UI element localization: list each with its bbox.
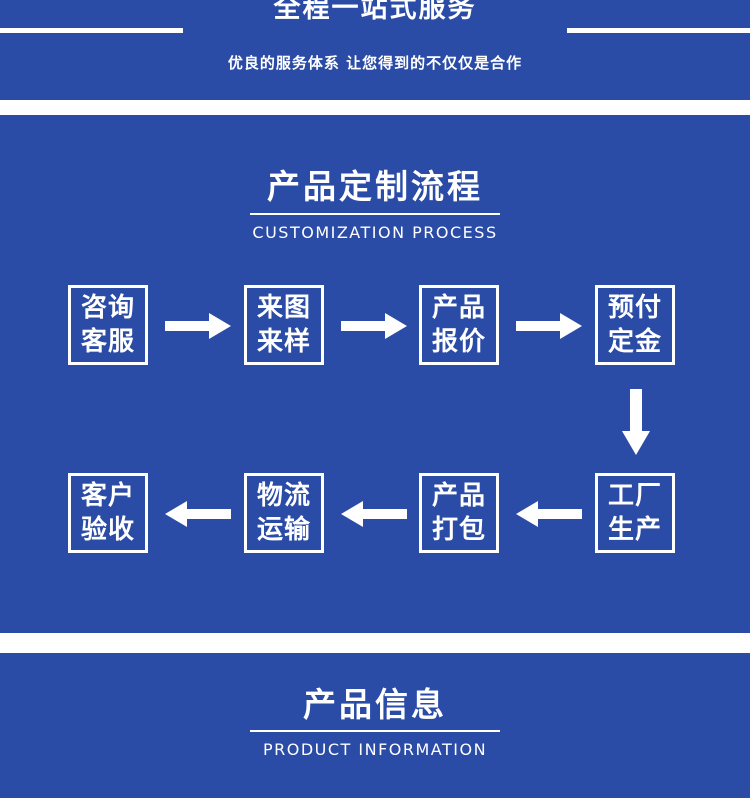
step-packing-line1: 产品 (431, 481, 486, 511)
arrow-left-icon (165, 501, 231, 527)
arrow-left-icon (516, 501, 582, 527)
info-title-rule (250, 730, 500, 732)
step-logistics-line2: 运输 (256, 515, 311, 545)
arrow-right-icon (516, 313, 582, 339)
step-production: 工厂 生产 (595, 473, 675, 553)
step-logistics: 物流 运输 (244, 473, 324, 553)
step-consult-line1: 咨询 (80, 293, 135, 323)
info-subtitle: PRODUCT INFORMATION (262, 740, 488, 759)
process-title-rule (250, 213, 500, 215)
product-info-section: 产品信息 PRODUCT INFORMATION (0, 653, 750, 798)
step-consult: 咨询 客服 (68, 285, 148, 365)
arrow-down-icon (622, 389, 650, 455)
info-title: 产品信息 (303, 685, 447, 724)
step-quotation-line1: 产品 (431, 293, 486, 323)
process-title: 产品定制流程 (267, 167, 483, 206)
step-drawing-sample: 来图 来样 (244, 285, 324, 365)
service-title: 全程一站式服务 (273, 0, 477, 24)
process-section: 产品定制流程 CUSTOMIZATION PROCESS 咨询 客服 来图 来样… (0, 115, 750, 633)
step-acceptance: 客户 验收 (68, 473, 148, 553)
step-acceptance-line2: 验收 (80, 515, 135, 545)
step-packing-line2: 打包 (431, 515, 486, 545)
arrow-left-icon (341, 501, 407, 527)
service-subtitle: 优良的服务体系 让您得到的不仅仅是合作 (227, 54, 523, 72)
step-production-line1: 工厂 (607, 481, 662, 511)
service-banner: 全程一站式服务 优良的服务体系 让您得到的不仅仅是合作 (0, 0, 750, 100)
title-rule-right (567, 28, 750, 33)
step-production-line2: 生产 (607, 515, 662, 545)
step-quotation: 产品 报价 (419, 285, 499, 365)
step-packing: 产品 打包 (419, 473, 499, 553)
step-drawing-sample-line1: 来图 (256, 293, 311, 323)
step-drawing-sample-line2: 来样 (256, 327, 311, 357)
arrow-right-icon (341, 313, 407, 339)
arrow-right-icon (165, 313, 231, 339)
step-deposit-line1: 预付 (607, 293, 662, 323)
step-deposit-line2: 定金 (607, 327, 662, 357)
step-logistics-line1: 物流 (256, 481, 311, 511)
step-deposit: 预付 定金 (595, 285, 675, 365)
step-acceptance-line1: 客户 (80, 481, 135, 511)
step-consult-line2: 客服 (80, 327, 135, 357)
process-subtitle: CUSTOMIZATION PROCESS (252, 223, 498, 242)
title-rule-left (0, 28, 183, 33)
step-quotation-line2: 报价 (431, 327, 486, 357)
